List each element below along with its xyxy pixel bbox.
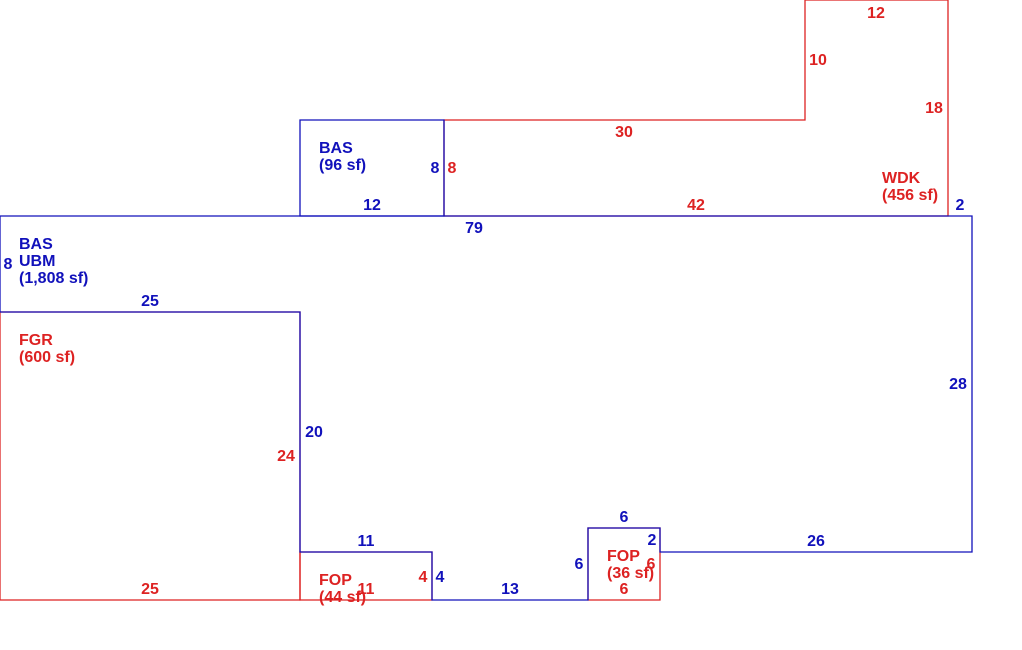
bas-main-area: (1,808 sf) [19,270,88,287]
dim-main-right: 28 [949,376,967,393]
dim-fop-left-right-blue: 4 [436,569,445,586]
bas-main-outline [0,215,973,601]
fop-right-code: FOP [607,548,640,565]
dim-fop-right-top: 6 [620,509,629,526]
dim-wdk-upper: 30 [615,124,633,141]
dim-fop-left-bottom: 11 [358,581,375,598]
dim-main-mid: 25 [141,293,159,310]
dim-main-top: 79 [465,220,483,237]
dim-fop-right-step: 2 [648,532,657,549]
bas-upper-code: BAS [319,140,353,157]
dim-main-inner: 20 [305,424,323,441]
dim-fop-left-right-red: 4 [419,569,428,586]
dim-main-bottom-right: 26 [807,533,825,550]
wdk-area: (456 sf) [882,187,938,204]
dim-fgr-right: 24 [277,448,295,465]
dim-fop-right-side: 6 [647,556,656,573]
dim-bas-upper-right: 8 [431,160,440,177]
dim-main-bottom-gap: 13 [501,581,519,598]
dim-wdk-bottom: 42 [687,197,705,214]
wdk-code: WDK [882,170,921,187]
bas-upper-area: (96 sf) [319,157,366,174]
dim-wdk-right: 18 [925,100,943,117]
dim-wdk-top: 12 [867,5,885,22]
bas-main-sub: UBM [19,253,55,270]
fop-right-area: (36 sf) [607,565,654,582]
dim-fop-left-top: 11 [358,533,375,550]
dim-fop-right-bottom: 6 [620,581,629,598]
fop-left-code: FOP [319,572,352,589]
dim-fgr-bottom: 25 [141,581,159,598]
wdk-outline [443,0,949,217]
fop-left-area: (44 sf) [319,589,366,606]
fgr-area: (600 sf) [19,349,75,366]
dim-fop-right-left: 6 [575,556,584,573]
dim-main-left: 8 [4,256,13,273]
fgr-code: FGR [19,332,53,349]
bas-main-code: BAS [19,236,53,253]
dim-main-right-top: 2 [956,197,965,214]
dim-wdk-left: 8 [448,160,457,177]
dim-wdk-step: 10 [809,52,827,69]
dim-bas-upper-bottom: 12 [363,197,381,214]
